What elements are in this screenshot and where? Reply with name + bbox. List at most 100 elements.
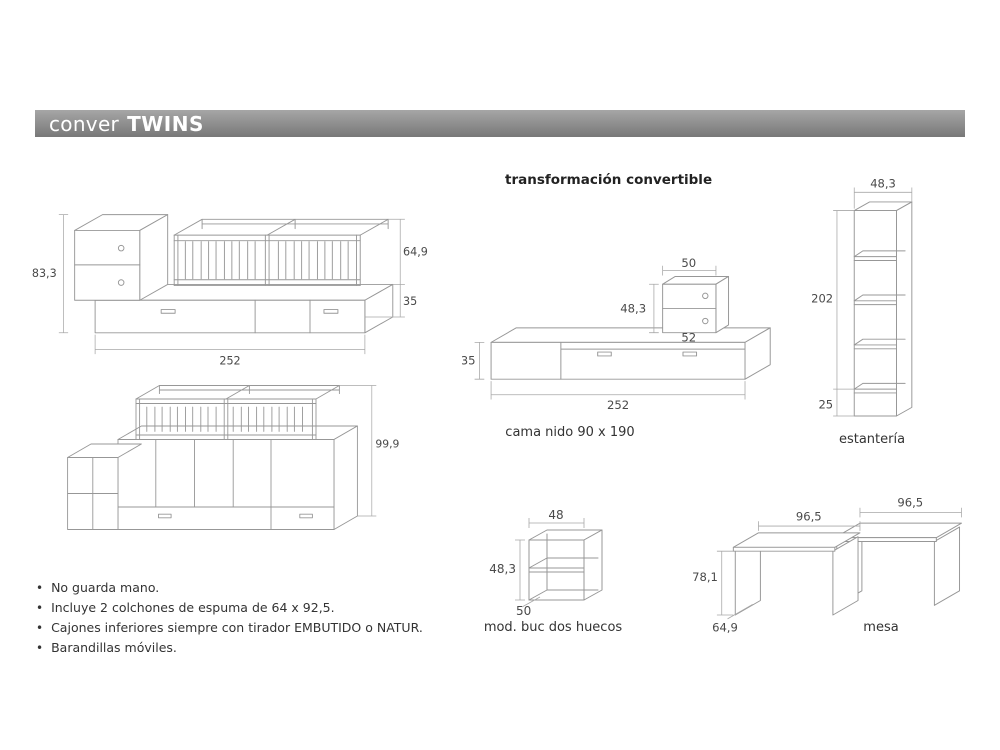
dim-line-bed-width: [490, 381, 746, 400]
bed-drawer-seams: [560, 341, 746, 380]
crib-rail-frames: [173, 234, 361, 286]
dim-line-mesa-width-left: [758, 521, 861, 531]
crib-dim-line-width: [94, 334, 366, 355]
crib-rail-posts: [173, 234, 361, 286]
converted-handle-left: [158, 513, 172, 519]
converted-railing-frames: [135, 398, 317, 440]
estanteria-drawing: 48,3 202 25: [812, 177, 913, 417]
buc-drawing: 48 48,3 50: [489, 508, 603, 618]
converted-railing: [135, 385, 340, 440]
header-bar: conver TWINS: [35, 110, 965, 137]
dim-estanteria-width-label: 48,3: [870, 177, 896, 191]
buc-knob-top: [702, 292, 709, 300]
estanteria-body: [853, 201, 913, 417]
converted-dim-line-height: [339, 385, 377, 517]
converted-railing-slats: [146, 406, 303, 432]
mesa-left-table: [732, 532, 861, 616]
bed-top: [490, 327, 771, 343]
bed-base: [490, 327, 771, 380]
converted-dimensions: 99,9: [339, 385, 400, 517]
mesa-caption: mesa: [863, 620, 899, 635]
note-item: Barandillas móviles.: [36, 638, 436, 658]
crib-back-rail-lines: [201, 218, 389, 230]
dim-mesa-width-right-label: 96,5: [897, 496, 923, 510]
cama-nido-dimensions: 50 48,3 52 35 252: [462, 256, 746, 412]
estanteria-shelves: [853, 250, 906, 394]
dim-estanteria-base-label: 25: [818, 397, 833, 411]
crib-base-handle-right: [323, 309, 339, 314]
dim-buc-width-label: 50: [681, 256, 696, 270]
crib-drawing: 83,3 64,9 35 252: [32, 214, 428, 367]
bed-handle-right: [682, 351, 698, 357]
estanteria-caption: estantería: [838, 432, 906, 447]
crib-cabinet: [74, 214, 169, 301]
dim-line-buc-depth: [521, 596, 541, 608]
crib-dim-line-total-height: [58, 214, 69, 334]
crib-dim-rail-height-label: 64,9: [403, 246, 428, 259]
cama-nido-caption: cama nido 90 x 190: [505, 425, 635, 440]
bed-handle-left: [597, 351, 612, 357]
figure-mesa: 96,5 96,5 78,1 64,9: [685, 470, 975, 639]
bed-buc-module: [662, 275, 730, 334]
crib-dimensions: 83,3 64,9 35 252: [32, 214, 428, 367]
buc-knob-bottom: [702, 317, 709, 325]
figure-buc: 48 48,3 50: [488, 505, 623, 620]
dim-line-estanteria-height: [833, 210, 855, 390]
estanteria-side: [895, 201, 913, 417]
buc-dimensions: 48 48,3 50: [489, 508, 585, 618]
converted-cabinet-shelves: [67, 457, 119, 530]
crib-dim-base-height-label: 35: [403, 295, 417, 308]
dim-line-buc-height: [649, 283, 659, 334]
product-title: TWINS: [127, 111, 204, 136]
converted-dim-height-label: 99,9: [375, 438, 399, 451]
figure-cama-nido: 50 48,3 52 35 252: [462, 228, 777, 417]
note-item: No guarda mano.: [36, 578, 436, 598]
notes-list: No guarda mano. Incluye 2 colchones de e…: [36, 578, 436, 658]
bed-front: [490, 341, 746, 380]
buc-front-face: [528, 539, 585, 601]
buc-shelf: [528, 567, 585, 573]
converted-drawing: 99,9: [67, 385, 400, 530]
crib-base: [94, 283, 394, 334]
crib-dim-line-base-height: [364, 284, 405, 318]
converted-body-front: [117, 439, 335, 530]
dim-mesa-width-left-label: 96,5: [796, 509, 822, 523]
brand-text: conver: [49, 111, 120, 136]
dim-line-buc-width: [662, 265, 717, 276]
crib-back-rail: [201, 218, 389, 230]
dim-line-buc-height: [515, 539, 525, 601]
dim-line-buc-width: [528, 518, 585, 528]
mesa-drawing: 96,5 96,5 78,1 64,9: [692, 496, 962, 634]
converted-body-side: [333, 425, 358, 530]
crib-base-front: [94, 299, 366, 334]
buc-side: [715, 275, 730, 334]
crib-rails: [173, 218, 389, 286]
converted-railing-posts: [135, 398, 317, 440]
dim-line-mesa-height: [716, 550, 734, 616]
dim-line-mesa-width-right: [859, 507, 962, 518]
dim-buc-depth-label: 50: [516, 604, 531, 618]
mesa-right-leg-right: [933, 526, 961, 606]
crib-rail-slats: [184, 241, 349, 280]
mesa-dimensions: 96,5 96,5 78,1 64,9: [692, 496, 962, 634]
dim-buc-width-label: 48: [548, 508, 563, 522]
converted-railing-connectors: [135, 385, 340, 400]
crib-dim-total-height-label: 83,3: [32, 267, 57, 280]
mesa-left-leg-right: [832, 536, 859, 616]
crib-dim-width-label: 252: [219, 354, 240, 367]
dim-line-estanteria-width: [853, 187, 913, 209]
buc-body: [528, 529, 603, 601]
figure-crib: 83,3 64,9 35 252: [30, 170, 430, 370]
converted-body-top: [117, 425, 358, 440]
figure-estanteria: 48,3 202 25: [812, 176, 932, 428]
crib-rail-top-connectors: [173, 218, 389, 236]
estanteria-dimensions: 48,3 202 25: [812, 177, 913, 417]
crib-base-handle-left: [160, 309, 176, 314]
dim-estanteria-height-label: 202: [812, 292, 833, 306]
converted-handle-right: [299, 513, 313, 519]
buc-caption: mod. buc dos huecos: [483, 620, 623, 635]
dim-bed-height-label: 35: [462, 354, 476, 368]
converted-cabinet: [67, 443, 142, 530]
cama-nido-drawing: 50 48,3 52 35 252: [462, 256, 771, 412]
